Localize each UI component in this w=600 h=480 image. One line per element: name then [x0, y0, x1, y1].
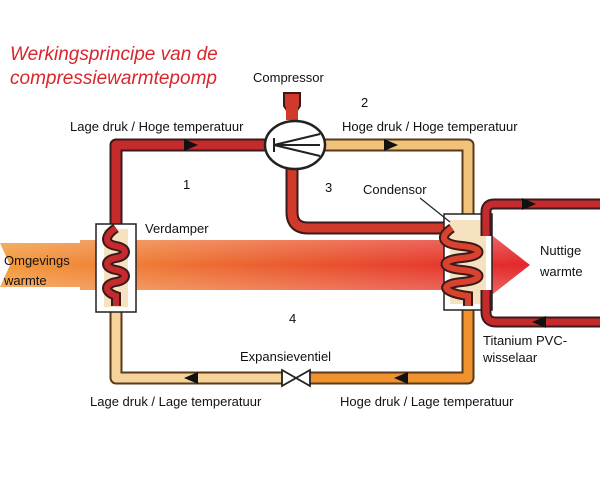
arrow-water-out [522, 198, 536, 210]
arrow-bottom-right [394, 372, 408, 384]
arrow-top-left [184, 139, 198, 151]
stage-number-2: 2 [361, 95, 368, 110]
pipe-compressor-to-condensor [285, 161, 459, 235]
compressor [263, 119, 327, 171]
label-expansieventiel: Expansieventiel [240, 349, 331, 364]
arrow-water-in [532, 316, 546, 328]
flow-arrows [184, 139, 546, 384]
water-circuit [480, 198, 600, 328]
label-condensor: Condensor [363, 182, 427, 197]
verdamper [95, 223, 137, 313]
label-nuttige-2: warmte [539, 264, 583, 279]
label-verdamper: Verdamper [145, 221, 209, 236]
label-bottom-right: Hoge druk / Lage temperatuur [340, 394, 514, 409]
arrow-top-right [384, 139, 398, 151]
stage-number-4: 4 [289, 311, 296, 326]
stage-number-1: 1 [183, 177, 190, 192]
title-line-1: Werkingsprincipe van de [10, 44, 218, 65]
condensor-leader [419, 197, 451, 223]
label-compressor: Compressor [253, 70, 324, 85]
refrigerant-loop [109, 138, 475, 385]
title-line-2: compressiewarmtepomp [10, 68, 217, 89]
pipe-low-pressure-cold [109, 298, 289, 385]
label-titanium-2: wisselaar [482, 350, 538, 365]
label-top-left: Lage druk / Hoge temperatuur [70, 119, 244, 134]
label-nuttige-1: Nuttige [540, 243, 581, 258]
label-bottom-left: Lage druk / Lage temperatuur [90, 394, 262, 409]
pipe-condensor-out [303, 298, 475, 385]
pipe-low-pressure-hot [109, 138, 275, 235]
label-titanium-1: Titanium PVC- [483, 333, 567, 348]
label-omgevings-2: warmte [3, 273, 47, 288]
stage-number-3: 3 [325, 180, 332, 195]
arrow-bottom-left [184, 372, 198, 384]
label-omgevings-1: Omgevings [4, 253, 70, 268]
compressor-inlet [283, 92, 301, 120]
label-top-right: Hoge druk / Hoge temperatuur [342, 119, 518, 134]
expansieventiel [281, 368, 311, 388]
